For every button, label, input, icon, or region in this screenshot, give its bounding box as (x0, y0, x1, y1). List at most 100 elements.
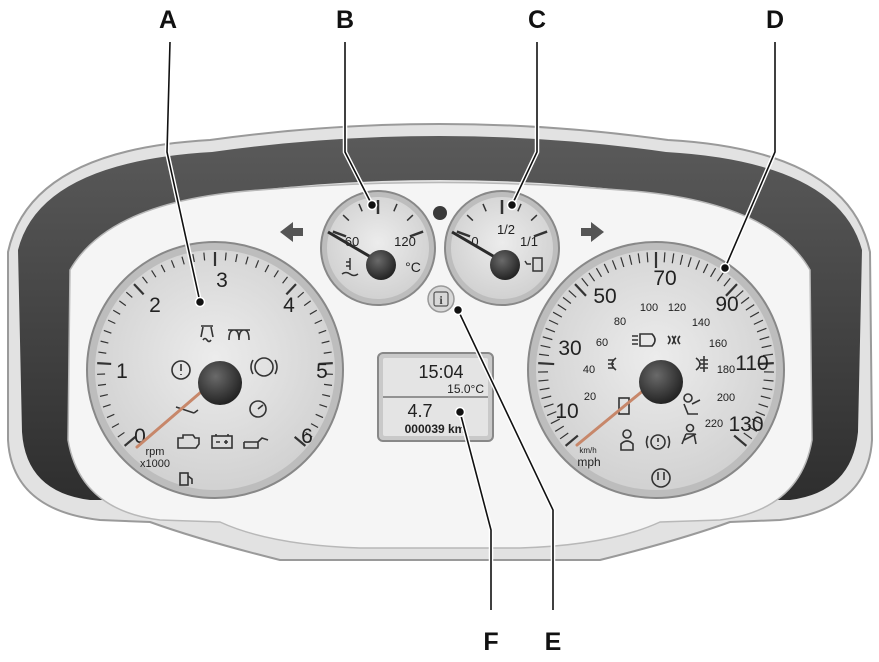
gauge-tick (542, 336, 553, 341)
gauge-tick (554, 425, 565, 432)
gauge-tick (562, 296, 572, 304)
gauge-tick (255, 260, 260, 268)
gauge-tick (170, 260, 175, 268)
gauge-tick (552, 311, 563, 318)
info-button[interactable]: i (427, 285, 455, 313)
oil-pressure-icon (243, 437, 269, 449)
gauge-tick (541, 395, 552, 400)
tach-number: 5 (316, 360, 328, 383)
high-beam-icon (632, 333, 656, 347)
fuel-label-full: 1/1 (520, 234, 538, 249)
gauge-tick (100, 340, 109, 344)
gauge-tick (245, 256, 249, 265)
gauge-tick (517, 203, 522, 212)
gauge-tick (761, 344, 772, 349)
gauge-tick (406, 214, 414, 222)
gauge-tick (97, 383, 107, 386)
gauge-tick (102, 404, 111, 408)
callout-lines (166, 41, 776, 610)
gauge-tick (679, 254, 684, 265)
gauge-tick (595, 267, 602, 278)
display-odometer: 000039 km (405, 422, 466, 436)
gauge-tick (710, 267, 717, 278)
kmh-number: 40 (583, 364, 595, 376)
tach-number: 3 (216, 269, 228, 292)
gauge-tick (456, 230, 471, 238)
kmh-number: 140 (692, 317, 710, 329)
speedometer-hub (639, 360, 683, 404)
info-icon: i (439, 293, 443, 307)
gauge-tick (319, 404, 328, 408)
gauge-tick (723, 277, 731, 287)
gauge-tick (314, 319, 323, 325)
gauge-tick (310, 423, 319, 429)
low-fuel-icon (179, 472, 193, 486)
traction-control-icon (200, 325, 214, 343)
gauge-tick (543, 403, 554, 408)
tire-pressure-icon (651, 468, 671, 488)
gauge-tick (118, 300, 127, 307)
gauge-tick (747, 425, 758, 432)
kmh-number: 180 (717, 364, 735, 376)
wrench-icon (175, 406, 199, 414)
gauge-tick (762, 353, 774, 357)
gauge-tick (99, 394, 108, 397)
gauge-tick (393, 203, 398, 212)
gauge-tick (646, 252, 649, 263)
gauge-tick (758, 403, 769, 408)
gauge-tick (358, 203, 363, 212)
battery-icon (211, 434, 233, 449)
gauge-tick (755, 411, 766, 417)
tach-unit-multiplier: x1000 (140, 458, 170, 470)
temperature-gauge: 60 120 °C (320, 190, 436, 306)
gauge-tick (574, 283, 587, 297)
gauge-tick (538, 362, 555, 366)
gauge-tick (539, 387, 550, 391)
gauge-tick (611, 260, 617, 270)
gauge-tick (151, 270, 157, 278)
gauge-tick (743, 432, 753, 440)
gauge-tick (318, 362, 333, 366)
seatbelt-icon (681, 423, 697, 445)
gauge-tick (603, 263, 610, 274)
engine-icon (177, 434, 200, 449)
kmh-number: 200 (717, 392, 735, 404)
left-turn-indicator-icon (280, 222, 303, 242)
fuel-label-empty: 0 (471, 234, 478, 249)
gauge-tick (107, 319, 116, 325)
mph-number: 10 (555, 400, 578, 423)
gauge-tick (97, 362, 112, 366)
gauge-tick (716, 272, 724, 282)
callout-label-a: A (159, 6, 177, 34)
gauge-tick (751, 418, 762, 425)
gauge-tick (224, 252, 227, 261)
kmh-number: 120 (668, 302, 686, 314)
kmh-number: 20 (584, 391, 596, 403)
powertrain-fault-icon (171, 360, 191, 380)
callout-label-e: E (545, 628, 562, 656)
gauge-tick (762, 387, 773, 391)
callout-dots (194, 199, 731, 418)
temp-hub (366, 250, 396, 280)
center-display: 15:04 15.0°C 4.7 000039 km (377, 352, 494, 442)
mph-number: 130 (728, 413, 763, 436)
fuel-pump-icon (524, 257, 543, 272)
gauge-tick (745, 304, 755, 311)
gauge-tick (628, 254, 633, 265)
callout-label-d: D (766, 6, 784, 34)
gauge-tick (142, 276, 148, 284)
indicator-dot (433, 206, 447, 220)
gauge-tick (538, 379, 549, 382)
gauge-tick (293, 436, 307, 447)
gauge-tick (581, 277, 589, 287)
gauge-tick (125, 291, 133, 298)
gauge-tick (620, 257, 625, 268)
gauge-tick (322, 394, 331, 397)
gauge-tick (117, 431, 125, 438)
gauge-tick (548, 319, 559, 325)
display-value: 4.7 (407, 401, 432, 421)
gauge-tick (545, 327, 556, 333)
kmh-number: 80 (614, 316, 626, 328)
right-turn-indicator-icon (581, 222, 604, 242)
gauge-tick (756, 327, 767, 333)
